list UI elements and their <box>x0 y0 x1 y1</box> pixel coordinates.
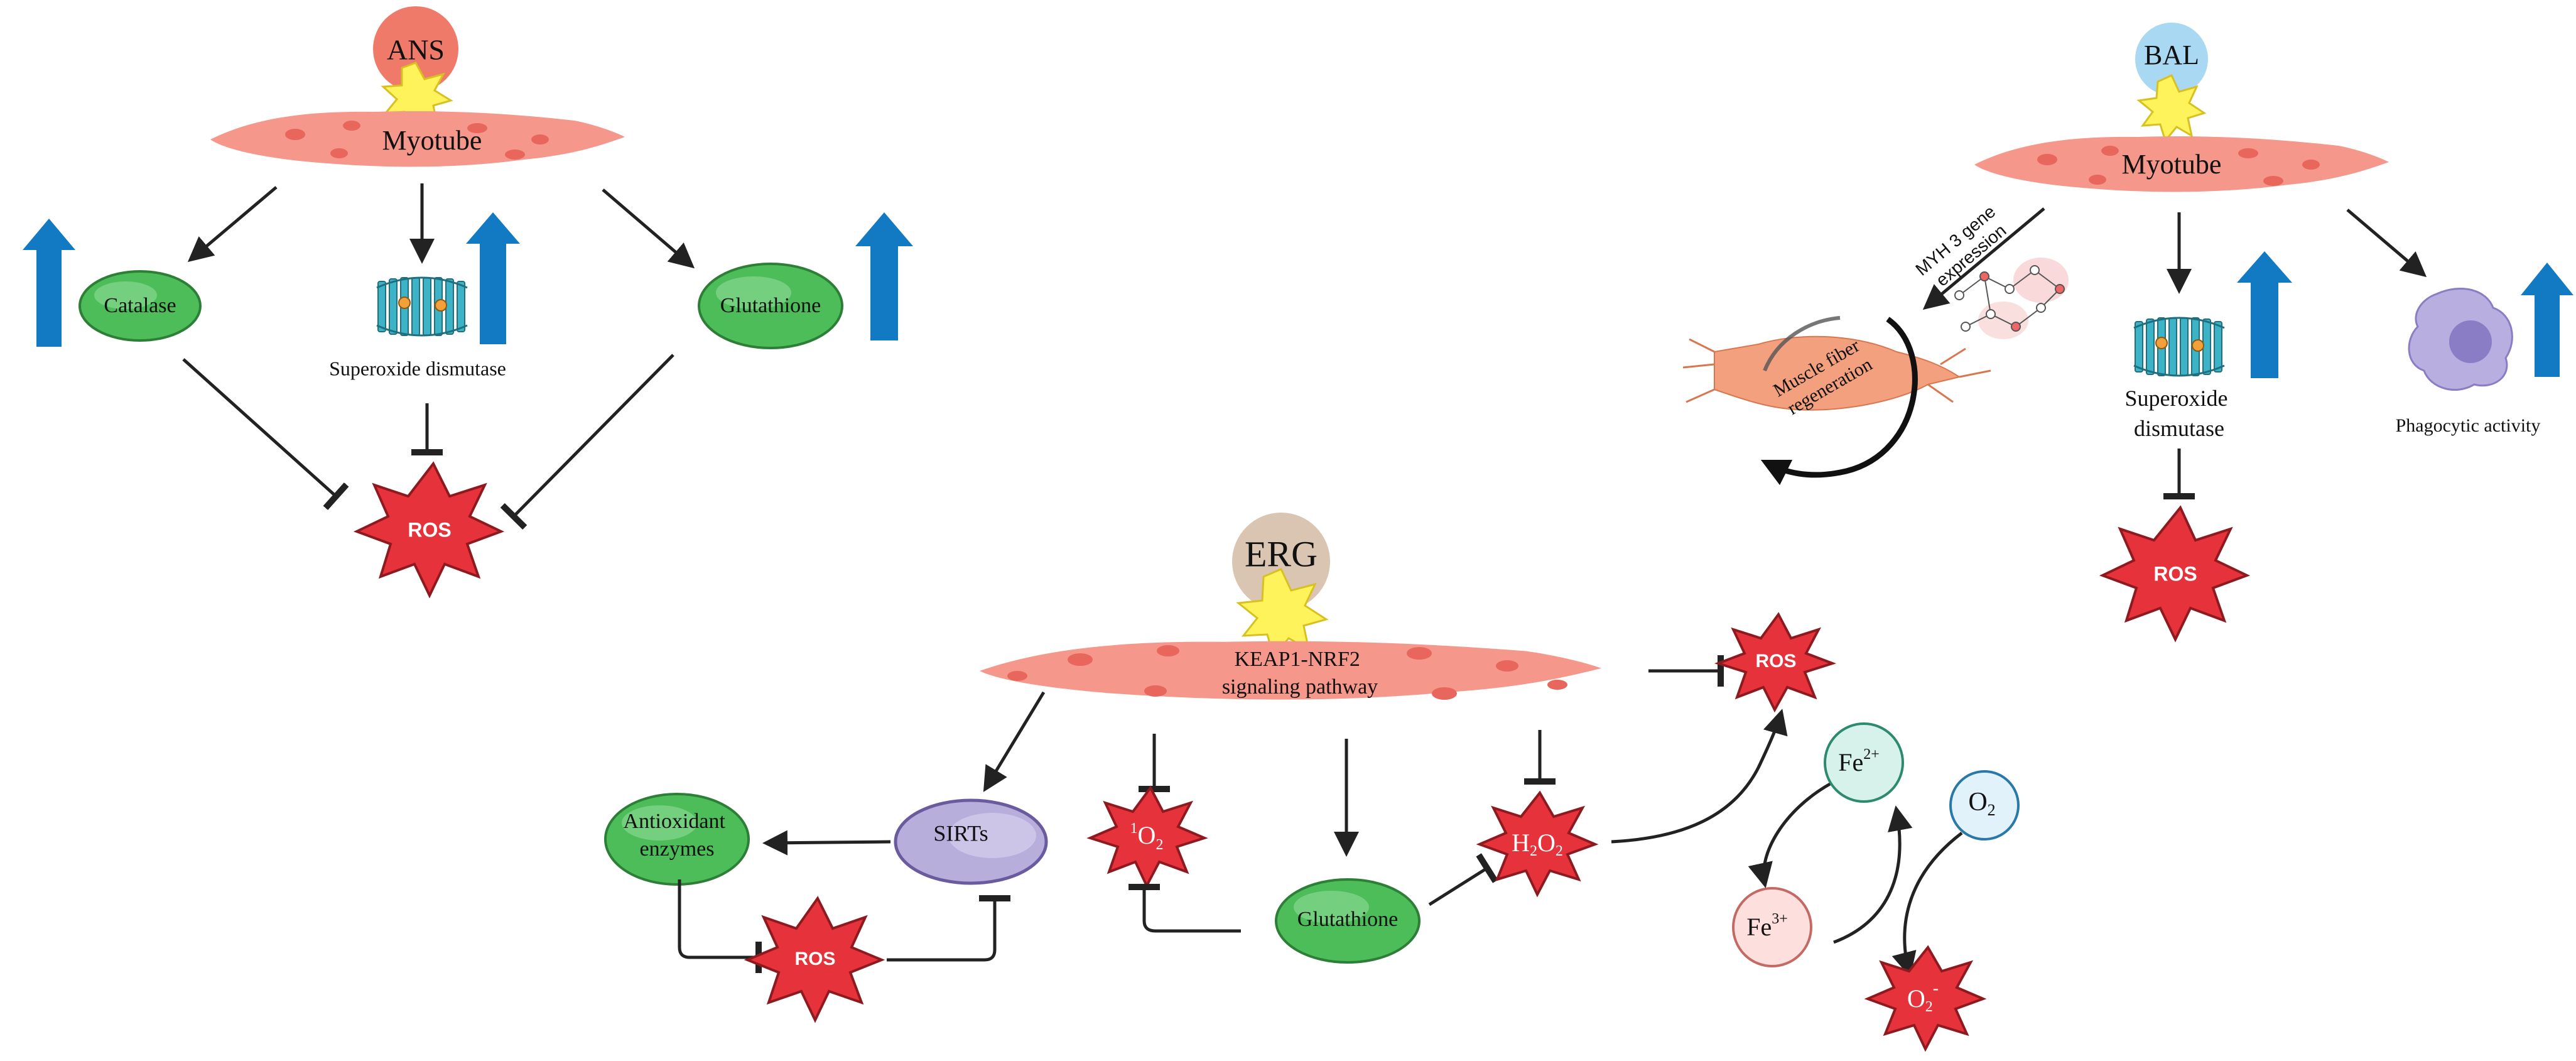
bal-sod-label: Superoxide dismutase <box>2125 386 2234 441</box>
erg-ros-top-label: ROS <box>1755 651 1796 672</box>
erg-pathway-label: KEAP1-NRF2 signaling pathway <box>1222 648 1378 699</box>
erg-antioxidant-label: Antioxidant enzymes <box>624 810 731 861</box>
ans-sod-protein-icon <box>376 276 468 337</box>
bal-panel: BAL Myotube MYH 3 gene expression <box>1682 23 2573 643</box>
ans-glutathione-up-arrow <box>855 212 913 340</box>
erg-compound-label: ERG <box>1245 533 1318 574</box>
ans-cell-label: Myotube <box>382 125 482 156</box>
bal-phagocytic-label: Phagocytic activity <box>2396 415 2541 436</box>
bal-burst-icon <box>2136 74 2207 143</box>
bal-regeneration-cycle-arrow <box>1760 317 1918 486</box>
erg-ros-bottom-burst <box>744 896 885 1023</box>
bal-molecule-icon <box>1954 258 2069 339</box>
bal-gene-expression-label: MYH 3 gene expression <box>1912 199 2017 296</box>
ans-sod-label: Superoxide dismutase <box>329 357 506 379</box>
bal-sod-protein-icon <box>2133 317 2226 377</box>
bal-macrophage-icon <box>2408 288 2513 391</box>
erg-sirts-label: SIRTs <box>933 820 988 846</box>
erg-myotube-spots <box>1007 645 1567 700</box>
ans-ros-burst <box>353 461 505 599</box>
bal-compound-circle <box>2135 23 2208 95</box>
erg-o2-node <box>1949 770 2020 841</box>
erg-fe2-label: Fe2+ <box>1838 746 1880 777</box>
ans-catalase-label: Catalase <box>104 294 176 317</box>
ans-myotube-spots <box>285 121 549 160</box>
erg-singlet-oxygen-label: 1O2 <box>1130 820 1164 853</box>
bal-cell-label: Myotube <box>2122 149 2222 180</box>
ans-panel: ANS Myotube Catalase Superoxide dismutas… <box>23 6 913 599</box>
bal-muscle-fiber-icon <box>1682 335 1991 411</box>
erg-glutathione-label: Glutathione <box>1297 908 1399 931</box>
erg-panel: ERG KEAP1-NRF2 signaling pathway ROS SIR… <box>604 513 2020 1052</box>
erg-ros-bottom-label: ROS <box>794 949 835 969</box>
bal-compound-label: BAL <box>2144 40 2199 70</box>
ans-ros-label: ROS <box>408 518 451 541</box>
ans-compound-label: ANS <box>387 34 445 66</box>
erg-h2o2-burst <box>1476 790 1599 898</box>
erg-h2o2-label: H2O2 <box>1512 829 1563 859</box>
erg-fe3-label: Fe3+ <box>1746 911 1788 942</box>
ans-compound-circle <box>373 6 458 92</box>
erg-superoxide-label: O2- <box>1907 979 1939 1015</box>
ans-sod-up-arrow <box>466 212 520 344</box>
erg-superoxide-burst <box>1864 945 1987 1052</box>
erg-fe2-node <box>1824 722 1904 803</box>
erg-o2-label: O2 <box>1968 788 1995 819</box>
bal-myotube-spots <box>2037 146 2320 186</box>
ans-glutathione-label: Glutathione <box>720 294 821 317</box>
bal-ros-burst <box>2099 505 2251 643</box>
bal-phagocytic-up-arrow <box>2521 263 2573 377</box>
bal-ros-label: ROS <box>2153 562 2197 585</box>
erg-fe3-node <box>1732 887 1812 967</box>
bal-sod-up-arrow <box>2237 251 2292 378</box>
ans-catalase-up-arrow <box>23 219 75 347</box>
